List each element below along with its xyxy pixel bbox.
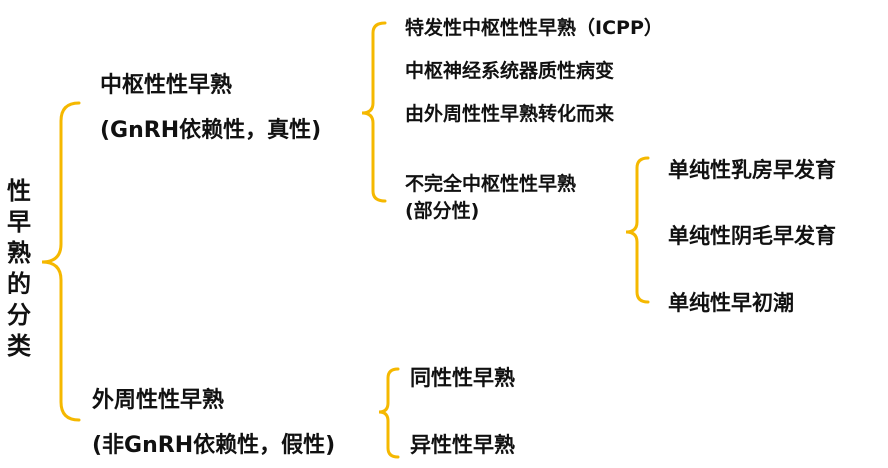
central-subtitle: (GnRH依赖性，真性) [100,118,322,143]
incomplete-subtitle: (部分性) [405,200,480,222]
peripheral-subtitle: (非GnRH依赖性，假性) [92,433,336,458]
root-brace [41,101,81,422]
peripheral-item-heterosexual: 异性性早熟 [410,433,515,457]
incomplete-title: 不完全中枢性性早熟 [405,173,577,195]
incomplete-brace [625,156,650,304]
central-item-cns: 中枢神经系统器质性病变 [405,60,615,82]
central-item-converted: 由外周性性早熟转化而来 [405,103,615,125]
incomplete-item-menarche: 单纯性早初潮 [668,291,794,315]
root-label: 性早熟的分类 [7,177,31,360]
central-item-icpp: 特发性中枢性性早熟（ICPP） [405,17,663,39]
peripheral-item-isosexual: 同性性早熟 [410,366,515,390]
central-brace [361,21,387,203]
peripheral-title: 外周性性早熟 [92,388,225,413]
incomplete-item-pubic: 单纯性阴毛早发育 [668,224,836,248]
incomplete-item-breast: 单纯性乳房早发育 [668,158,836,182]
peripheral-brace [378,367,400,459]
central-title: 中枢性性早熟 [100,73,233,98]
